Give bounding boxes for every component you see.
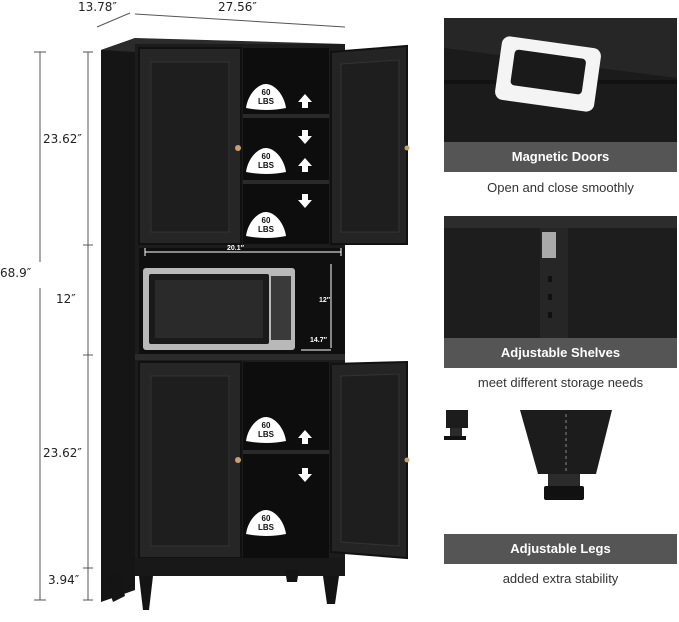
- microwave-height-label: 12″: [319, 297, 331, 304]
- shelf-adjust-arrows-icon: [298, 430, 312, 482]
- feature-title-magnetic-doors: Magnetic Doors: [444, 142, 677, 172]
- microwave-depth-label: 14.7″: [310, 337, 327, 344]
- adjustable-shelves-photo: [444, 216, 677, 340]
- leg-height-dimension: 3.94″: [48, 573, 80, 587]
- feature-caption-magnetic-doors: Open and close smoothly: [487, 180, 634, 195]
- magnetic-doors-photo: [444, 18, 677, 142]
- width-dimension: 27.56″: [218, 0, 257, 14]
- feature-caption-adjustable-shelves: meet different storage needs: [477, 375, 644, 390]
- feature-title-adjustable-legs: Adjustable Legs: [444, 534, 677, 564]
- cabinet-illustration: [101, 38, 410, 610]
- dimension-lines: [34, 12, 346, 601]
- middle-height-dimension: 12″: [56, 292, 76, 306]
- total-height-dimension: 68.9″: [0, 266, 32, 280]
- shelf-adjust-arrows-icon: [298, 94, 312, 208]
- feature-title-adjustable-shelves: Adjustable Shelves: [444, 338, 677, 368]
- feature-caption-adjustable-legs: added extra stability: [502, 571, 619, 586]
- upper-height-dimension: 23.62″: [43, 132, 82, 146]
- depth-dimension: 13.78″: [78, 0, 117, 14]
- lower-height-dimension: 23.62″: [43, 446, 82, 460]
- microwave-width-label: 20.1″: [227, 245, 244, 252]
- adjustable-legs-photo: [444, 410, 612, 500]
